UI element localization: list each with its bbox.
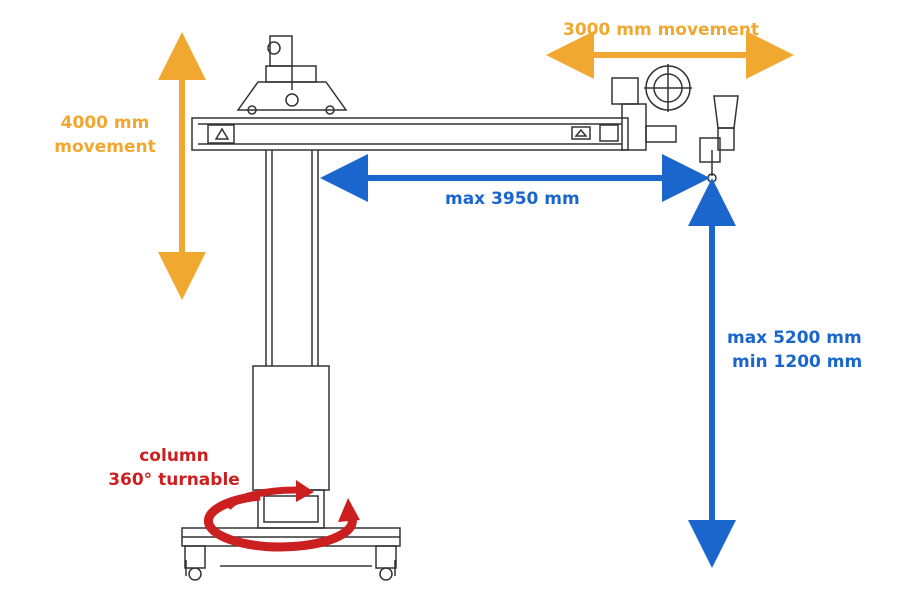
vertical-movement-label-line1: 4000 mm — [60, 113, 150, 133]
rotation-label-line1: column — [139, 446, 209, 466]
welding-head — [611, 64, 739, 183]
rotation-arrow — [203, 480, 360, 552]
max-reach-label: max 3950 mm — [445, 189, 580, 209]
vertical-movement-label-line2: movement — [54, 137, 156, 157]
rotation-label-line2: 360° turnable — [108, 470, 240, 490]
boom-carriage — [236, 35, 348, 115]
horizontal-movement-label: 3000 mm movement — [563, 20, 760, 40]
height-min-label: min 1200 mm — [732, 352, 863, 372]
column-housing — [252, 365, 330, 529]
height-max-label: max 5200 mm — [727, 328, 862, 348]
horizontal-boom — [191, 117, 629, 151]
column-mast — [265, 150, 319, 366]
